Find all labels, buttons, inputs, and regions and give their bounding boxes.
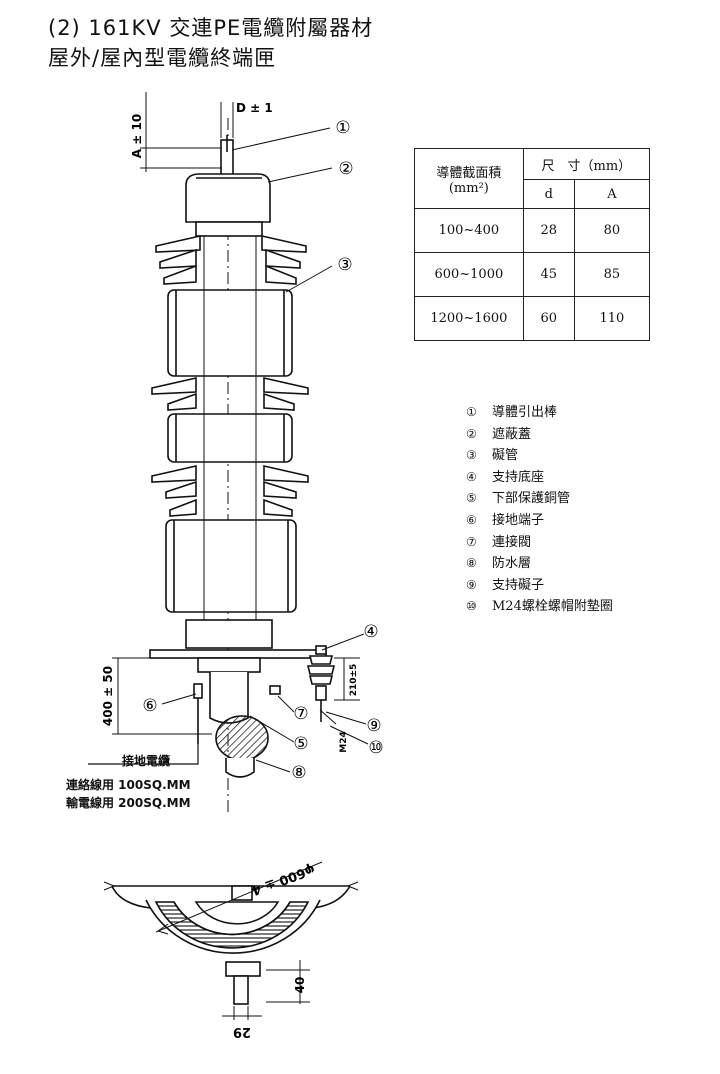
callout-8: ⑧ [291, 763, 306, 783]
ground-terminal [193, 683, 203, 699]
callout-6: ⑥ [142, 696, 157, 716]
page-title: (2) 161KV 交連PE電纜附屬器材 [48, 16, 374, 40]
callout-3: ③ [337, 255, 352, 275]
dim-600-label: φ600 ± 4 [249, 861, 316, 898]
ground-cable-line2: 輸電線用 200SQ.MM [66, 796, 191, 810]
dim-210-label: 210±5 [349, 664, 359, 697]
ground-cable-line1: 連絡線用 100SQ.MM [66, 778, 191, 792]
plan-view [103, 861, 359, 1020]
callout-4: ④ [363, 622, 378, 642]
header-cross-section: 導體截面積 (mm²) [414, 148, 524, 209]
dim-d-label: D ± 1 [236, 101, 273, 115]
callout-5: ⑤ [293, 734, 308, 754]
callout-10: ⑩ [368, 738, 383, 758]
callout-7: ⑦ [293, 704, 308, 724]
insulator-sheds [151, 234, 309, 613]
dim-40-label: 40 [293, 977, 307, 994]
header-d: d [522, 179, 575, 209]
shield-cap [185, 173, 271, 223]
dim-400-label: 400 ± 50 [101, 666, 115, 726]
callout-9: ⑨ [366, 716, 381, 736]
page-subtitle: 屋外/屋內型電纜終端匣 [48, 46, 277, 70]
support-insulator [306, 645, 336, 722]
dim-29-label: 29 [233, 1024, 251, 1039]
header-size: 尺 寸（mm） [522, 148, 651, 180]
header-a: A [573, 179, 651, 209]
callout-2: ② [338, 159, 353, 179]
support-base [149, 649, 327, 659]
connection-valve [269, 685, 281, 695]
dim-a-label: A ± 10 [130, 114, 144, 158]
dim-m24-label: M24 [339, 731, 349, 752]
ground-cable-title: 接地電纜 [122, 754, 171, 768]
callout-1: ① [335, 118, 350, 138]
